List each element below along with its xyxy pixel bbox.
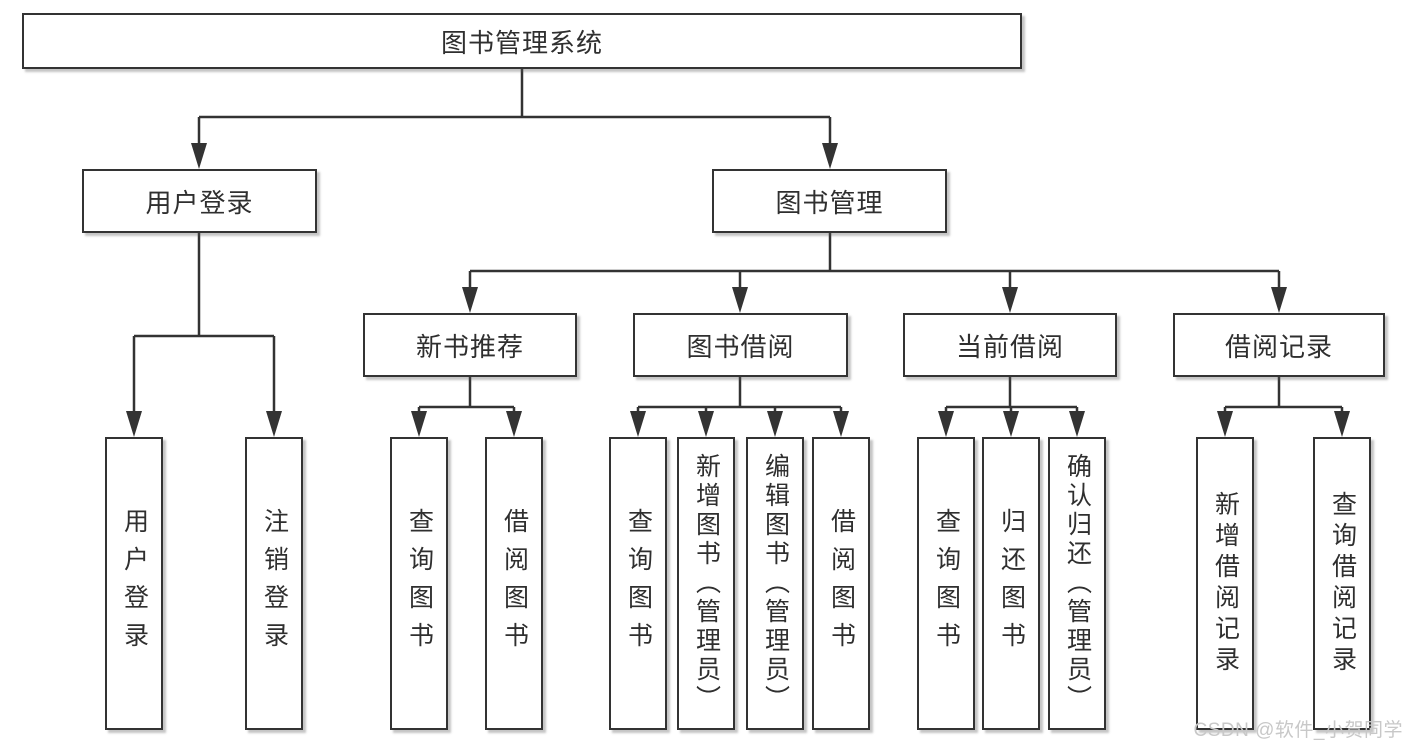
leaf-return-books: 归还图书 (982, 437, 1040, 730)
leaf-logout-label: 注销登录 (260, 507, 289, 660)
leaf-add-books-admin: 新增图书（管理员） (677, 437, 735, 730)
leaf-borrow-books: 借阅图书 (812, 437, 870, 730)
leaf-add-borrow-record-label: 新增借阅记录 (1211, 490, 1240, 677)
leaf-recommend-search-books-label: 查询图书 (405, 507, 434, 660)
node-current-borrowing-label: 当前借阅 (955, 331, 1064, 362)
leaf-recommend-borrow-books-label: 借阅图书 (500, 507, 529, 660)
leaf-user-login-label: 用户登录 (120, 507, 149, 660)
leaf-add-books-admin-label: 新增图书（管理员） (692, 453, 721, 714)
leaf-search-borrow-record: 查询借阅记录 (1313, 437, 1371, 730)
leaf-add-borrow-record: 新增借阅记录 (1196, 437, 1254, 730)
leaf-edit-books-admin: 编辑图书（管理员） (746, 437, 804, 730)
node-current-borrowing: 当前借阅 (903, 313, 1117, 377)
leaf-return-books-label: 归还图书 (997, 507, 1026, 660)
node-root: 图书管理系统 (22, 13, 1022, 69)
leaf-confirm-return-admin: 确认归还（管理员） (1048, 437, 1106, 730)
leaf-confirm-return-admin-label: 确认归还（管理员） (1063, 453, 1092, 714)
leaf-logout: 注销登录 (245, 437, 303, 730)
node-borrowing-records-label: 借阅记录 (1224, 331, 1333, 362)
node-book-management-label: 图书管理 (775, 187, 884, 218)
node-root-label: 图书管理系统 (440, 27, 603, 58)
arrowheads (126, 143, 1350, 437)
leaf-edit-books-admin-label: 编辑图书（管理员） (761, 453, 790, 714)
leaf-recommend-search-books: 查询图书 (390, 437, 448, 730)
node-user-login: 用户登录 (82, 169, 317, 233)
node-new-book-recommend-label: 新书推荐 (415, 331, 524, 362)
node-book-borrowing-label: 图书借阅 (686, 331, 795, 362)
node-borrowing-records: 借阅记录 (1173, 313, 1385, 377)
leaf-borrowing-search-books-label: 查询图书 (624, 507, 653, 660)
leaf-borrowing-search-books: 查询图书 (609, 437, 667, 730)
node-book-management: 图书管理 (712, 169, 947, 233)
node-new-book-recommend: 新书推荐 (363, 313, 577, 377)
node-user-login-label: 用户登录 (145, 187, 254, 218)
node-book-borrowing: 图书借阅 (633, 313, 848, 377)
leaf-borrow-books-label: 借阅图书 (827, 507, 856, 660)
leaf-recommend-borrow-books: 借阅图书 (485, 437, 543, 730)
leaf-current-search-books-label: 查询图书 (932, 507, 961, 660)
leaf-search-borrow-record-label: 查询借阅记录 (1328, 490, 1357, 677)
leaf-current-search-books: 查询图书 (917, 437, 975, 730)
leaf-user-login: 用户登录 (105, 437, 163, 730)
csdn-watermark: CSDN @软件_小贺同学 (1193, 720, 1403, 741)
